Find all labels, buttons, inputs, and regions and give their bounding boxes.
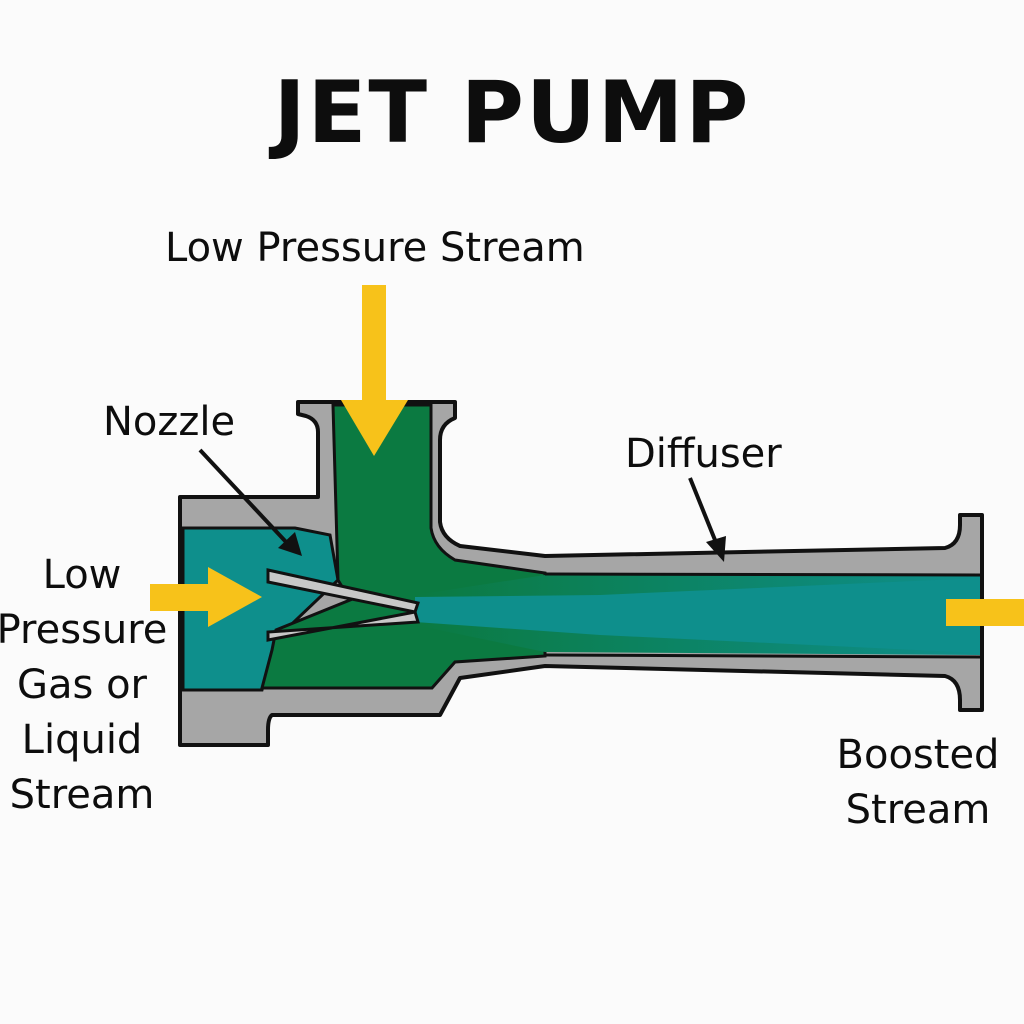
- label-left-line: Pressure: [0, 607, 168, 653]
- outlet-arrow-icon: [946, 599, 1024, 626]
- arrow-right-icon: [150, 567, 262, 627]
- label-left-inlet: Low Pressure Gas or Liquid Stream: [0, 548, 182, 823]
- nozzle-pointer-icon: [198, 448, 302, 556]
- label-outlet-line: Stream: [845, 787, 991, 833]
- label-left-line: Liquid: [21, 717, 143, 763]
- suction-chamber-fluid: [181, 526, 340, 692]
- label-outlet: Boosted Stream: [828, 728, 1008, 838]
- diffuser-pointer-icon: [688, 477, 726, 562]
- label-left-line: Low: [42, 552, 122, 598]
- label-left-line: Gas or: [17, 662, 147, 708]
- label-low-pressure-stream: Low Pressure Stream: [165, 225, 585, 271]
- label-diffuser: Diffuser: [625, 431, 782, 477]
- nozzle-lower-wall: [266, 610, 420, 642]
- throat-jet: [415, 578, 980, 653]
- label-nozzle: Nozzle: [103, 399, 236, 445]
- label-outlet-line: Boosted: [836, 732, 1000, 778]
- label-left-line: Stream: [9, 772, 155, 818]
- diagram-title: JET PUMP: [273, 63, 751, 163]
- arrow-down-icon: [341, 285, 408, 456]
